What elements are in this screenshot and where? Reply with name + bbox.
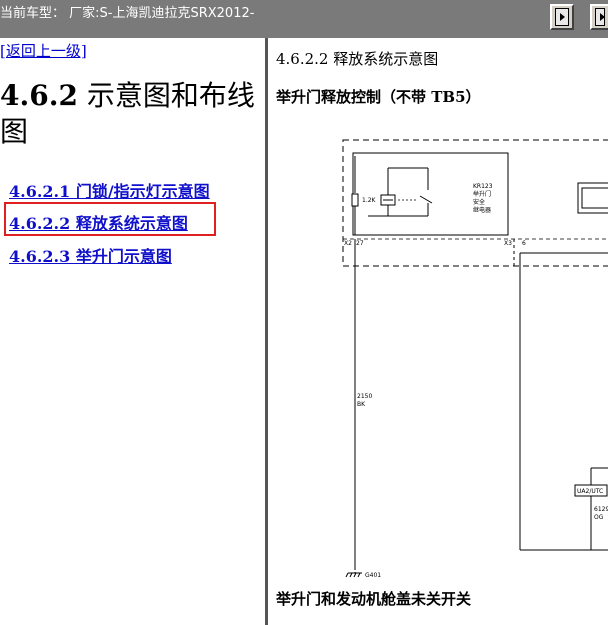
module-label: UA2/UTC bbox=[577, 488, 603, 495]
wire-number: 2150 bbox=[357, 393, 372, 400]
pin-6: 6 bbox=[522, 240, 526, 247]
relay-label-4: 继电器 bbox=[473, 206, 491, 214]
wiring-diagram: 1.2K KR123 举升门 安全 继电器 X2 27 X3 6 2150 BK bbox=[342, 139, 608, 579]
left-panel: [返回上一级] 4.6.2 示意图和布线图 4.6.2.1 门锁/指示灯示意图 … bbox=[0, 38, 265, 625]
module-outline bbox=[342, 139, 608, 267]
section-title: 4.6.2.2 释放系统示意图 bbox=[276, 50, 439, 68]
resistor bbox=[351, 193, 359, 207]
wire2-color: OG bbox=[594, 514, 604, 521]
current-vehicle-title: 当前车型： 厂家:S-上海凯迪拉克SRX2012- bbox=[0, 6, 255, 21]
window-icon bbox=[595, 8, 605, 26]
toc-item-door-lock[interactable]: 4.6.2.1 门锁/指示灯示意图 bbox=[9, 182, 210, 201]
diagram-footer: 举升门和发动机舱盖未关开关 bbox=[276, 590, 472, 608]
resistor-label: 1.2K bbox=[362, 197, 377, 204]
relay-label-1: KR123 bbox=[473, 183, 493, 190]
right-panel: 4.6.2.2 释放系统示意图 举升门释放控制（不带 TB5） 1.2K KR1… bbox=[268, 38, 608, 625]
title-bar: 当前车型： 厂家:S-上海凯迪拉克SRX2012- bbox=[0, 0, 608, 38]
wire-color: BK bbox=[357, 401, 366, 408]
diagram-subtitle: 举升门释放控制（不带 TB5） bbox=[276, 88, 481, 106]
play-icon bbox=[555, 8, 569, 26]
relay-switch bbox=[419, 195, 433, 204]
right-component bbox=[577, 182, 608, 214]
toc-item-release-system[interactable]: 4.6.2.2 释放系统示意图 bbox=[9, 214, 188, 233]
connector-x2: X2 bbox=[344, 240, 352, 247]
page-heading: 4.6.2 示意图和布线图 bbox=[0, 78, 265, 150]
heading-text: 示意图和布线图 bbox=[0, 79, 255, 148]
window-button[interactable] bbox=[590, 4, 608, 30]
wire2-number: 6129 bbox=[594, 506, 608, 513]
connector-x3: X3 bbox=[504, 240, 512, 247]
selection-highlight bbox=[4, 202, 216, 236]
pin-27: 27 bbox=[356, 240, 364, 247]
relay-label-2: 举升门 bbox=[473, 190, 491, 198]
ground-label: G401 bbox=[365, 572, 381, 579]
toc-item-liftgate[interactable]: 4.6.2.3 举升门示意图 bbox=[9, 247, 172, 266]
relay-label-3: 安全 bbox=[473, 198, 485, 206]
back-link[interactable]: [返回上一级] bbox=[0, 42, 87, 60]
navigate-button[interactable] bbox=[550, 4, 574, 30]
pane-divider[interactable] bbox=[265, 38, 268, 625]
heading-number: 4.6.2 bbox=[0, 79, 78, 112]
